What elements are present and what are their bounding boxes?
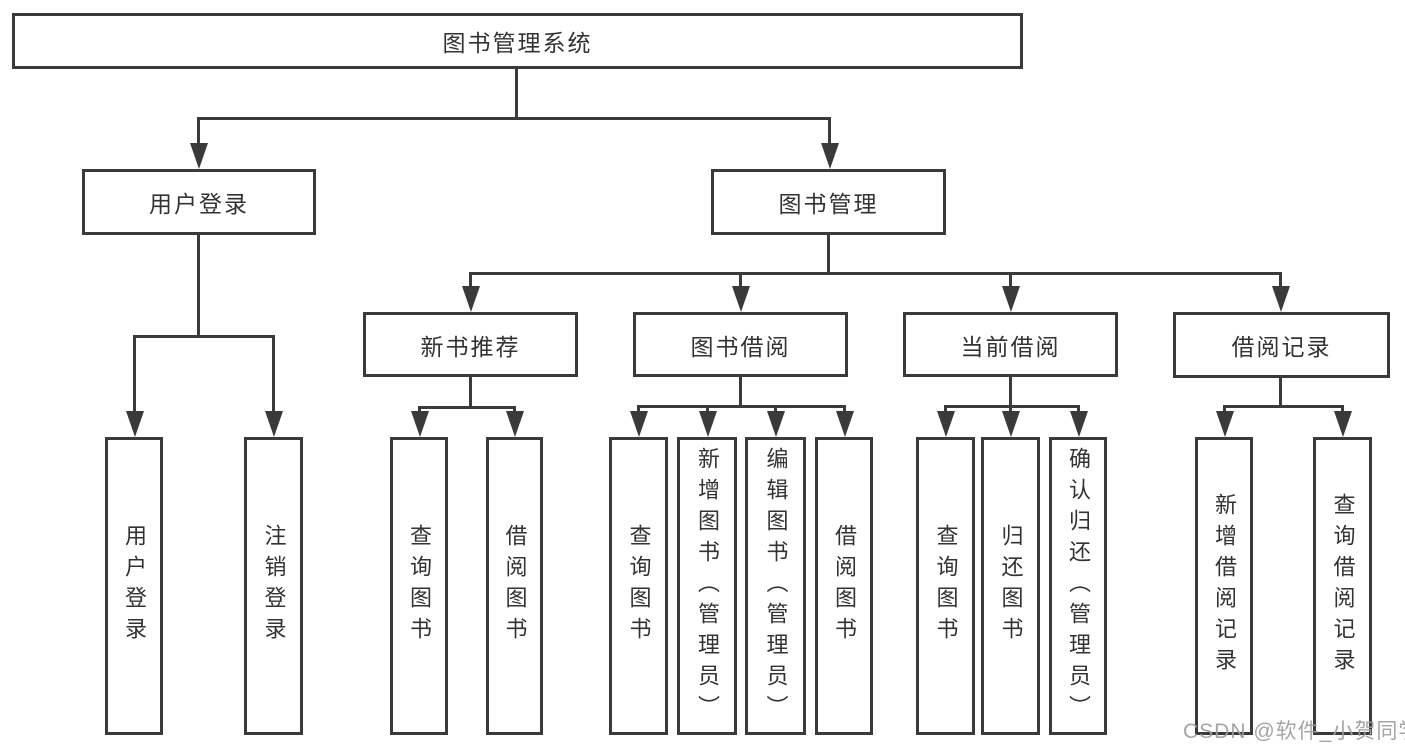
arrow-down-icon [937, 411, 955, 437]
connector-hline [637, 405, 846, 408]
node-label: 用户登录 [122, 524, 147, 648]
connector-vline [739, 377, 742, 408]
arrow-down-icon [1002, 411, 1020, 437]
connector-vline [739, 274, 742, 288]
connector-vline [133, 337, 136, 413]
node-query-books-current: 查询图书 [916, 437, 975, 735]
connector-hline [197, 117, 831, 120]
connector-vline [1279, 274, 1282, 288]
node-current-borrowing: 当前借阅 [903, 312, 1118, 377]
node-label: 查询图书 [407, 524, 432, 648]
connector-hline [1223, 405, 1344, 408]
connector-vline [1223, 405, 1226, 414]
node-label: 归还图书 [998, 524, 1024, 648]
node-new-book-recommend: 新书推荐 [363, 312, 578, 377]
connector-hline [418, 406, 516, 409]
node-label: 编辑图书（管理员） [763, 446, 789, 726]
connector-vline [469, 377, 472, 408]
node-label: 用户登录 [149, 191, 249, 217]
node-label: 注销登录 [261, 524, 287, 648]
connector-vline [637, 405, 640, 414]
node-query-books-borrowing: 查询图书 [609, 437, 668, 735]
connector-vline [774, 405, 777, 414]
arrow-down-icon [699, 411, 717, 437]
arrow-down-icon [462, 286, 480, 312]
node-label: 新增图书（管理员） [695, 446, 720, 726]
node-library-system: 图书管理系统 [12, 13, 1023, 69]
connector-vline [197, 235, 200, 337]
node-query-borrow-record: 查询借阅记录 [1313, 437, 1372, 735]
node-label: 新增借阅记录 [1212, 493, 1237, 679]
node-borrow-books: 借阅图书 [815, 437, 873, 735]
node-book-borrowing: 图书借阅 [633, 312, 848, 377]
arrow-down-icon [1272, 286, 1290, 312]
connector-vline [513, 406, 516, 414]
connector-vline [1077, 405, 1080, 414]
node-label: 查询图书 [626, 524, 652, 648]
node-label: 图书管理系统 [442, 30, 593, 56]
arrow-down-icon [836, 411, 854, 437]
connector-hline [944, 405, 1080, 408]
node-label: 查询借阅记录 [1330, 493, 1356, 679]
node-add-borrow-record: 新增借阅记录 [1195, 437, 1253, 735]
arrow-down-icon [630, 411, 648, 437]
node-label: 图书管理 [778, 191, 879, 217]
arrow-down-icon [732, 286, 750, 312]
node-return-books: 归还图书 [981, 437, 1040, 735]
node-label: 查询图书 [933, 524, 959, 648]
connector-vline [197, 119, 200, 145]
node-label: 借阅图书 [832, 524, 857, 648]
node-book-management: 图书管理 [711, 169, 946, 235]
connector-vline [272, 337, 275, 413]
node-label: 借阅图书 [502, 524, 528, 648]
node-label: 新书推荐 [420, 333, 521, 360]
connector-vline [1009, 377, 1012, 408]
connector-vline [1009, 405, 1012, 414]
node-user-login: 用户登录 [82, 169, 316, 235]
node-query-books-recommend: 查询图书 [390, 437, 448, 735]
node-label: 借阅记录 [1231, 334, 1332, 360]
connector-vline [944, 405, 947, 414]
arrow-down-icon [1002, 286, 1020, 312]
arrow-down-icon [126, 411, 144, 437]
node-label: 图书借阅 [690, 333, 791, 360]
node-borrowing-records: 借阅记录 [1173, 312, 1390, 378]
node-label: 当前借阅 [960, 333, 1061, 360]
node-label: 确认归还（管理员） [1066, 446, 1091, 726]
node-confirm-return-admin: 确认归还（管理员） [1049, 437, 1107, 735]
connector-vline [515, 69, 518, 119]
connector-vline [1279, 377, 1282, 408]
arrow-down-icon [265, 411, 283, 437]
connector-hline [469, 272, 1282, 275]
arrow-down-icon [767, 411, 785, 437]
arrow-down-icon [821, 143, 839, 169]
node-add-books-admin: 新增图书（管理员） [677, 437, 737, 735]
csdn-watermark: CSDN @软件_小贺同学 [1183, 720, 1405, 743]
arrow-down-icon [411, 411, 429, 437]
arrow-down-icon [1216, 411, 1234, 437]
node-borrow-books-recommend: 借阅图书 [486, 437, 543, 735]
arrow-down-icon [190, 143, 208, 169]
node-edit-books-admin: 编辑图书（管理员） [745, 437, 806, 735]
arrow-down-icon [1334, 411, 1352, 437]
connector-hline [133, 335, 275, 338]
connector-vline [706, 405, 709, 414]
connector-vline [827, 235, 830, 274]
node-logout: 注销登录 [244, 437, 303, 735]
connector-vline [843, 405, 846, 414]
connector-vline [1009, 274, 1012, 288]
connector-vline [418, 406, 421, 414]
arrow-down-icon [1070, 411, 1088, 437]
connector-vline [469, 274, 472, 288]
arrow-down-icon [506, 411, 524, 437]
node-user-login-leaf: 用户登录 [105, 437, 163, 735]
connector-vline [1341, 405, 1344, 414]
connector-vline [828, 119, 831, 145]
